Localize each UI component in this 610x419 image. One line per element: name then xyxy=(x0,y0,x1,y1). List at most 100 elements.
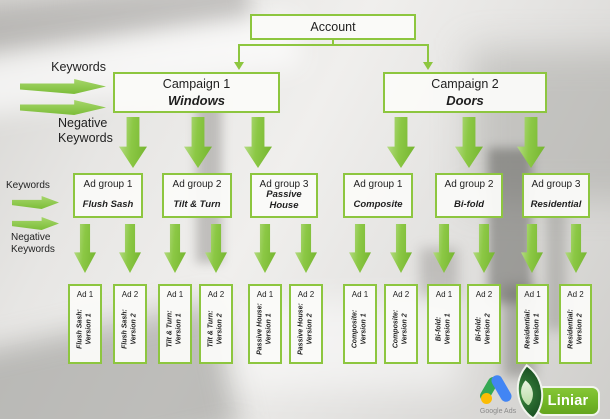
ad-line1: Flush Sash: xyxy=(121,308,129,349)
liniar-logo: Liniar xyxy=(501,363,606,419)
arrow-to-ad-icon xyxy=(473,224,495,273)
ad-description: Flush Sash: Version 1 xyxy=(76,300,95,358)
ad-box-bifold-2: Ad 2 Bi-fold: Version 2 xyxy=(467,284,501,364)
arrow-to-ad-icon xyxy=(119,224,141,273)
campaign-2-box: Campaign 2 Doors xyxy=(383,72,547,113)
campaign-1-box: Campaign 1 Windows xyxy=(113,72,280,113)
ad-box-passive-house-1: Ad 1 Passive House: Version 1 xyxy=(248,284,282,364)
liniar-pill: Liniar xyxy=(536,386,600,416)
adgroup-residential-box: Ad group 3 Residential xyxy=(522,173,590,218)
ad-line1: Passive House: xyxy=(256,302,264,355)
ad-description: Flush Sash: Version 2 xyxy=(121,300,140,358)
ad-description: Tilt & Turn: Version 1 xyxy=(166,300,185,358)
hinge-silhouette-right xyxy=(488,148,532,303)
google-ads-logo: Google Ads xyxy=(478,372,516,416)
ad-description: Bi-fold: Version 1 xyxy=(435,300,454,358)
ad-line2: Version 2 xyxy=(307,312,314,345)
ad-box-flush-sash-1: Ad 1 Flush Sash: Version 1 xyxy=(68,284,102,364)
arrow-campaign1-adgroup3-icon xyxy=(244,117,272,168)
liniar-wordmark: Liniar xyxy=(547,393,589,409)
ad-line1: Bi-fold: xyxy=(435,316,443,341)
ad-description: Residential: Version 1 xyxy=(523,300,542,358)
ad-line2: Version 1 xyxy=(266,312,273,345)
connector-account-stem xyxy=(332,39,334,46)
arrow-to-ad-icon xyxy=(295,224,317,273)
ad-line2: Version 1 xyxy=(533,312,541,345)
ad-description: Passive House: Version 2 xyxy=(297,300,316,358)
ad-box-tilt-turn-2: Ad 2 Tilt & Turn: Version 2 xyxy=(199,284,233,364)
ad-label: Ad 1 xyxy=(256,290,274,299)
ad-line2: Version 1 xyxy=(361,312,368,345)
ad-description: Residential: Version 2 xyxy=(566,300,585,358)
arrow-to-ad-icon xyxy=(565,224,587,273)
adgroup-subtitle: Bi-fold xyxy=(453,199,485,211)
adgroup-title: Ad group 3 xyxy=(531,179,581,190)
ad-line1: Residential: xyxy=(524,308,532,349)
keywords-arrow-icon xyxy=(20,79,106,94)
campaign-1-title: Campaign 1 xyxy=(162,77,231,91)
adgroup-subtitle: Passive House xyxy=(266,189,302,211)
negative-keywords-label-campaign: Negative Keywords xyxy=(58,116,113,145)
keywords-label-adgroup: Keywords xyxy=(6,180,50,191)
arrow-to-ad-icon xyxy=(74,224,96,273)
google-ads-wordmark: Google Ads xyxy=(479,408,517,415)
ad-label: Ad 1 xyxy=(351,290,369,299)
adgroup-title: Ad group 2 xyxy=(172,179,222,190)
ad-box-residential-1: Ad 1 Residential: Version 1 xyxy=(516,284,549,364)
arrow-to-ad-icon xyxy=(433,224,455,273)
ad-description: Passive House: Version 1 xyxy=(256,300,275,358)
ad-line2: Version 2 xyxy=(402,312,409,345)
negative-keywords-arrow-icon xyxy=(20,100,106,115)
ad-line1: Tilt & Turn: xyxy=(166,310,174,348)
adgroup-title: Ad group 1 xyxy=(83,179,133,190)
ad-description: Composite: Version 1 xyxy=(351,300,370,358)
ad-label: Ad 1 xyxy=(166,290,184,299)
ad-label: Ad 1 xyxy=(435,290,453,299)
keywords-label-campaign: Keywords xyxy=(51,60,106,74)
arrow-to-ad-icon xyxy=(164,224,186,273)
ad-line1: Flush Sash: xyxy=(76,308,84,349)
background-streak-topleft xyxy=(0,0,252,55)
ad-line2: Version 1 xyxy=(86,312,93,345)
ad-box-tilt-turn-1: Ad 1 Tilt & Turn: Version 1 xyxy=(158,284,192,364)
ad-label: Ad 2 xyxy=(207,290,225,299)
ad-label: Ad 2 xyxy=(121,290,139,299)
adgroup-subtitle: Composite xyxy=(353,199,403,211)
connector-right-arrowhead-icon xyxy=(423,62,433,70)
ad-box-flush-sash-2: Ad 2 Flush Sash: Version 2 xyxy=(113,284,147,364)
ad-line1: Tilt & Turn: xyxy=(207,310,215,348)
ad-line2: Version 1 xyxy=(176,312,183,345)
negative-keywords-label-adgroup: Negative Keywords xyxy=(11,232,55,255)
negative-keywords-arrow-adgroup-icon xyxy=(12,217,59,230)
arrow-to-ad-icon xyxy=(390,224,412,273)
adgroup-title: Ad group 2 xyxy=(444,179,494,190)
arrow-to-ad-icon xyxy=(349,224,371,273)
adgroup-bifold-box: Ad group 2 Bi-fold xyxy=(435,173,503,218)
ad-description: Composite: Version 2 xyxy=(392,300,411,358)
ad-line2: Version 2 xyxy=(131,312,138,345)
ad-label: Ad 2 xyxy=(475,290,493,299)
connector-left-arrowhead-icon xyxy=(234,62,244,70)
ad-box-composite-1: Ad 1 Composite: Version 1 xyxy=(343,284,377,364)
ad-line2: Version 2 xyxy=(485,312,492,345)
google-ads-yellow-dot-icon xyxy=(481,393,492,404)
adgroup-tilt-turn-box: Ad group 2 Tilt & Turn xyxy=(162,173,232,218)
adgroup-composite-box: Ad group 1 Composite xyxy=(343,173,413,218)
keywords-arrow-adgroup-icon xyxy=(12,196,59,209)
ad-line2: Version 2 xyxy=(576,312,584,345)
campaign-2-title: Campaign 2 xyxy=(431,77,499,91)
ad-description: Tilt & Turn: Version 2 xyxy=(207,300,226,358)
adgroup-title: Ad group 3 xyxy=(259,179,309,190)
arrow-campaign2-adgroup2-icon xyxy=(455,117,483,168)
adgroup-subtitle: Flush Sash xyxy=(82,199,134,211)
arrow-campaign2-adgroup3-icon xyxy=(517,117,545,168)
connector-right-drop xyxy=(427,44,429,63)
ad-line1: Residential: xyxy=(567,308,575,349)
adgroup-subtitle: Tilt & Turn xyxy=(173,199,221,211)
ad-line1: Bi-fold: xyxy=(475,316,483,341)
arrow-campaign2-adgroup1-icon xyxy=(387,117,415,168)
ad-line2: Version 2 xyxy=(217,312,224,345)
campaign-2-subtitle: Doors xyxy=(446,93,484,108)
arrow-campaign1-adgroup2-icon xyxy=(184,117,212,168)
